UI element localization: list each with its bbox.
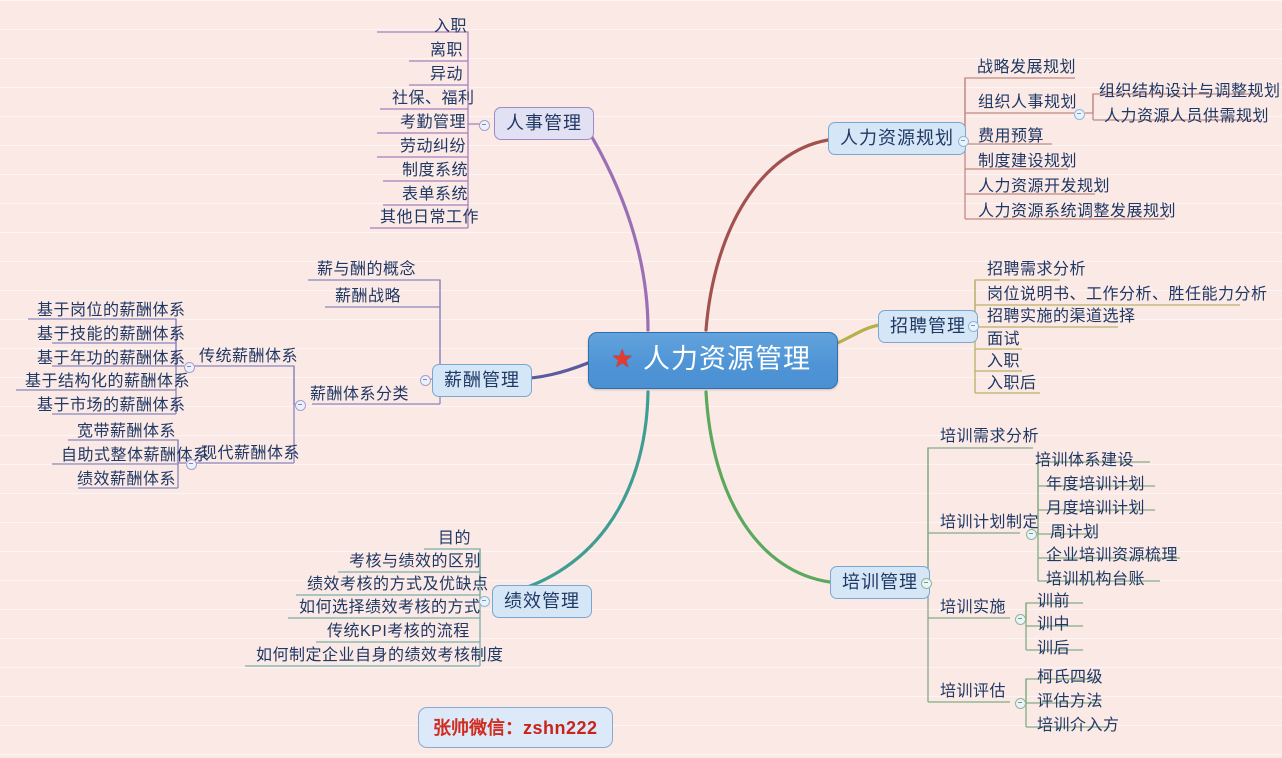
watermark-label: 张帅微信： — [433, 718, 523, 738]
leaf-node[interactable]: 入职后 — [987, 375, 1037, 392]
branch-label: 人力资源规划 — [840, 128, 954, 148]
collapse-bullet-modern-salary[interactable] — [186, 459, 197, 470]
leaf-node[interactable]: 离职 — [430, 42, 464, 59]
star-icon: ★ — [611, 344, 635, 373]
leaf-node[interactable]: 如何制定企业自身的绩效考核制度 — [256, 647, 504, 664]
branch-node-personnel[interactable]: 人事管理 — [494, 107, 594, 140]
leaf-node[interactable]: 评估方法 — [1037, 693, 1104, 710]
leaf-node[interactable]: 宽带薪酬体系 — [77, 423, 177, 440]
leaf-node[interactable]: 组织结构设计与调整规划 — [1099, 83, 1281, 100]
leaf-node[interactable]: 制度建设规划 — [978, 153, 1078, 170]
collapse-bullet-performance[interactable] — [479, 596, 490, 607]
leaf-node[interactable]: 培训体系建设 — [1035, 452, 1135, 469]
leaf-node[interactable]: 目的 — [438, 530, 472, 547]
leaf-node[interactable]: 人力资源系统调整发展规划 — [978, 203, 1177, 220]
leaf-node[interactable]: 基于岗位的薪酬体系 — [37, 302, 186, 319]
leaf-node[interactable]: 考勤管理 — [400, 114, 467, 131]
leaf-node[interactable]: 培训介入方 — [1037, 717, 1120, 734]
branch-label: 招聘管理 — [890, 316, 966, 336]
leaf-node[interactable]: 入职 — [434, 18, 468, 35]
leaf-node[interactable]: 企业培训资源梳理 — [1046, 547, 1179, 564]
leaf-node[interactable]: 制度系统 — [402, 162, 469, 179]
leaf-node[interactable]: 培训实施 — [940, 599, 1007, 616]
leaf-node[interactable]: 周计划 — [1050, 524, 1100, 541]
leaf-node[interactable]: 传统薪酬体系 — [199, 348, 299, 365]
central-topic-node[interactable]: ★ 人力资源管理 — [588, 332, 838, 389]
leaf-node[interactable]: 月度培训计划 — [1046, 500, 1146, 517]
collapse-bullet-traditional-salary[interactable] — [184, 362, 195, 373]
leaf-node[interactable]: 培训需求分析 — [940, 428, 1040, 445]
branch-label: 绩效管理 — [504, 591, 580, 611]
branch-node-training[interactable]: 培训管理 — [830, 566, 930, 599]
collapse-bullet-hr-planning[interactable] — [958, 136, 969, 147]
branch-node-performance[interactable]: 绩效管理 — [492, 585, 592, 618]
leaf-node[interactable]: 劳动纠纷 — [400, 138, 467, 155]
leaf-node[interactable]: 社保、福利 — [392, 90, 475, 107]
branch-node-recruitment[interactable]: 招聘管理 — [878, 310, 978, 343]
watermark-contact-badge: 张帅微信：zshn222 — [418, 707, 613, 748]
leaf-node[interactable]: 费用预算 — [978, 128, 1045, 145]
collapse-bullet-compensation[interactable] — [420, 375, 431, 386]
collapse-bullet-training-implementation[interactable] — [1015, 614, 1026, 625]
leaf-node[interactable]: 基于技能的薪酬体系 — [37, 326, 186, 343]
branch-node-hr-planning[interactable]: 人力资源规划 — [828, 122, 966, 155]
leaf-node[interactable]: 训前 — [1037, 593, 1071, 610]
branch-label: 薪酬管理 — [444, 370, 520, 390]
branch-node-compensation[interactable]: 薪酬管理 — [432, 364, 532, 397]
leaf-node[interactable]: 其他日常工作 — [380, 209, 480, 226]
leaf-node[interactable]: 培训评估 — [940, 683, 1007, 700]
central-topic-label: 人力资源管理 — [643, 344, 811, 374]
collapse-bullet-training[interactable] — [921, 578, 932, 589]
collapse-bullet-recruitment[interactable] — [968, 321, 979, 332]
collapse-bullet-personnel[interactable] — [479, 120, 490, 131]
branch-label: 人事管理 — [506, 113, 582, 133]
leaf-node[interactable]: 绩效考核的方式及优缺点 — [307, 576, 489, 593]
leaf-node[interactable]: 薪酬战略 — [335, 288, 402, 305]
leaf-node[interactable]: 人力资源开发规划 — [978, 178, 1111, 195]
leaf-node[interactable]: 薪酬体系分类 — [310, 386, 410, 403]
collapse-bullet-salary-classification[interactable] — [295, 400, 306, 411]
leaf-node[interactable]: 训后 — [1037, 640, 1071, 657]
leaf-node[interactable]: 传统KPI考核的流程 — [327, 623, 470, 640]
branch-label: 培训管理 — [842, 572, 918, 592]
leaf-node[interactable]: 年度培训计划 — [1046, 476, 1146, 493]
leaf-node[interactable]: 如何选择绩效考核的方式 — [299, 599, 481, 616]
leaf-node[interactable]: 训中 — [1037, 616, 1071, 633]
leaf-node[interactable]: 培训机构台账 — [1046, 571, 1146, 588]
leaf-node[interactable]: 考核与绩效的区别 — [349, 553, 482, 570]
leaf-node[interactable]: 岗位说明书、工作分析、胜任能力分析 — [987, 286, 1268, 303]
leaf-node[interactable]: 人力资源人员供需规划 — [1104, 108, 1270, 125]
leaf-node[interactable]: 组织人事规划 — [978, 94, 1078, 111]
leaf-node[interactable]: 基于市场的薪酬体系 — [37, 397, 186, 414]
leaf-node[interactable]: 基于结构化的薪酬体系 — [25, 373, 191, 390]
collapse-bullet-training-evaluation[interactable] — [1015, 698, 1026, 709]
leaf-node[interactable]: 招聘实施的渠道选择 — [987, 308, 1136, 325]
leaf-node[interactable]: 薪与酬的概念 — [317, 261, 417, 278]
leaf-node[interactable]: 绩效薪酬体系 — [77, 471, 177, 488]
leaf-node[interactable]: 面试 — [987, 331, 1021, 348]
leaf-node[interactable]: 战略发展规划 — [977, 59, 1077, 76]
leaf-node[interactable]: 表单系统 — [402, 186, 469, 203]
watermark-id: zshn222 — [523, 718, 598, 738]
leaf-node[interactable]: 柯氏四级 — [1037, 669, 1104, 686]
leaf-node[interactable]: 基于年功的薪酬体系 — [37, 350, 186, 367]
collapse-bullet-training-plan[interactable] — [1026, 529, 1037, 540]
collapse-bullet-org-planning[interactable] — [1074, 109, 1085, 120]
leaf-node[interactable]: 异动 — [430, 66, 464, 83]
leaf-node[interactable]: 招聘需求分析 — [987, 261, 1087, 278]
leaf-node[interactable]: 入职 — [987, 353, 1021, 370]
